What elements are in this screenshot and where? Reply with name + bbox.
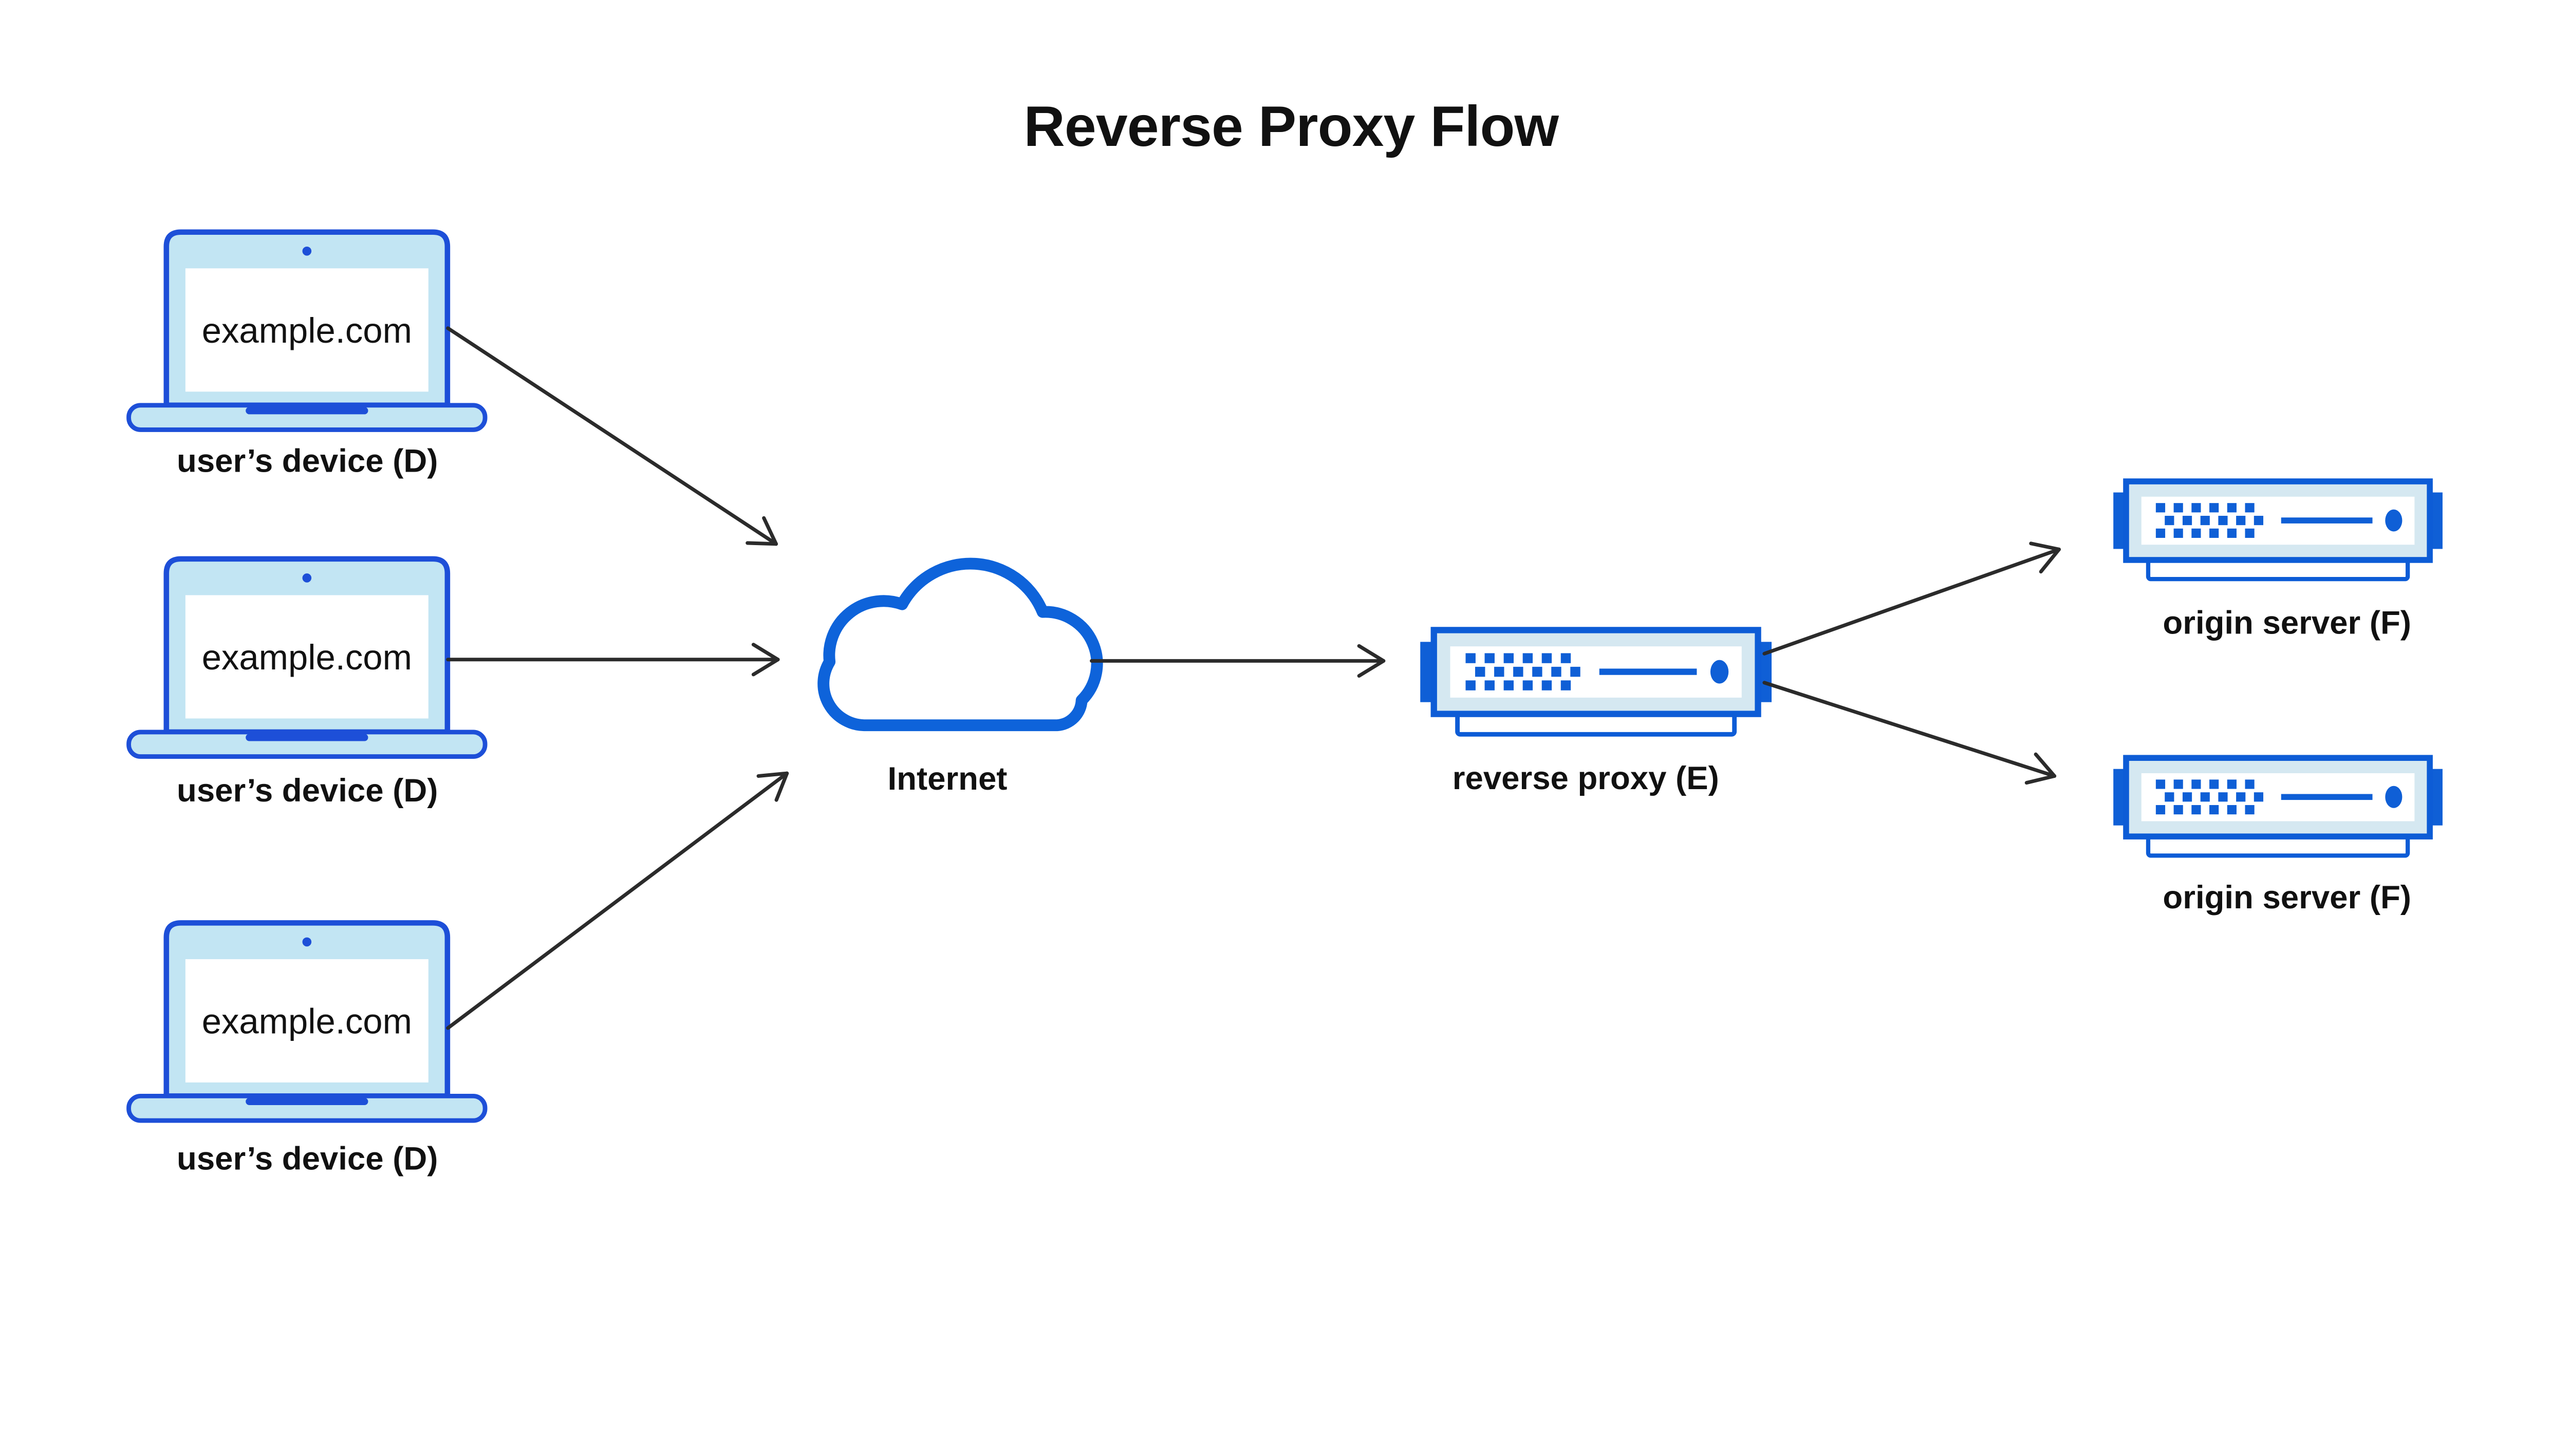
internet-cloud-icon bbox=[817, 557, 1103, 732]
arrow-device1-to-internet bbox=[446, 326, 778, 546]
internet-label: Internet bbox=[888, 760, 1008, 797]
user-device-3-label: user’s device (D) bbox=[177, 1140, 438, 1177]
user-device-2-url: example.com bbox=[202, 638, 412, 677]
user-device-3-url: example.com bbox=[202, 1002, 412, 1041]
origin-server-2-icon bbox=[2113, 758, 2443, 855]
origin-server-1-label: origin server (F) bbox=[2163, 604, 2411, 641]
reverse-proxy-icon bbox=[1420, 630, 1772, 734]
user-device-2-label: user’s device (D) bbox=[177, 772, 438, 809]
user-device-1-label: user’s device (D) bbox=[177, 442, 438, 479]
reverse-proxy-flow-diagram: Reverse Proxy Flow example.com user’s de… bbox=[126, 94, 2446, 1177]
arrow-proxy-to-origin2 bbox=[1762, 681, 2057, 785]
origin-server-2-label: origin server (F) bbox=[2163, 879, 2411, 916]
arrow-device3-to-internet bbox=[446, 771, 789, 1030]
user-device-1-url: example.com bbox=[202, 311, 412, 350]
origin-server-1-icon bbox=[2113, 481, 2443, 579]
arrow-proxy-to-origin1 bbox=[1762, 542, 2061, 656]
reverse-proxy-label: reverse proxy (E) bbox=[1453, 760, 1719, 796]
diagram-title: Reverse Proxy Flow bbox=[1023, 94, 1559, 158]
